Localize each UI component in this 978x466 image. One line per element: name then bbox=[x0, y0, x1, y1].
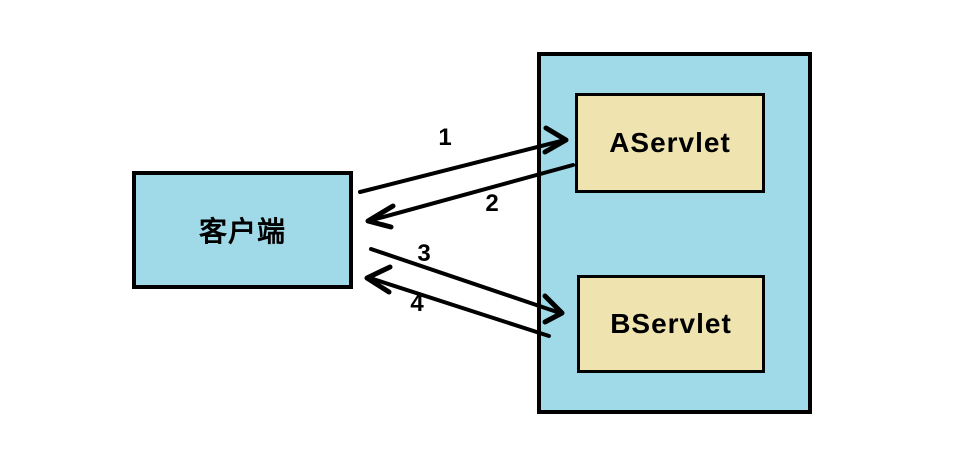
server-container-node: AServlet BServlet bbox=[537, 52, 812, 414]
arrow-3-line bbox=[369, 247, 559, 314]
arrow-1-label: 1 bbox=[438, 124, 452, 151]
arrow-4-label: 4 bbox=[410, 290, 424, 317]
arrow-3 bbox=[369, 247, 565, 325]
client-node: 客户端 bbox=[132, 171, 353, 289]
bservlet-node: BServlet bbox=[577, 275, 765, 373]
arrow-3-label: 3 bbox=[417, 240, 431, 267]
arrow-4 bbox=[364, 264, 551, 338]
arrow-2-head-icon bbox=[365, 203, 396, 230]
arrow-2-label: 2 bbox=[485, 190, 499, 217]
bservlet-node-label: BServlet bbox=[610, 308, 732, 339]
arrow-4-head-icon bbox=[364, 264, 393, 295]
arrow-1 bbox=[358, 125, 569, 194]
aservlet-node: AServlet bbox=[575, 93, 765, 193]
arrow-4-line bbox=[371, 277, 551, 338]
aservlet-node-label: AServlet bbox=[609, 127, 731, 158]
client-node-label: 客户端 bbox=[198, 216, 286, 247]
arrow-1-line bbox=[358, 139, 563, 194]
